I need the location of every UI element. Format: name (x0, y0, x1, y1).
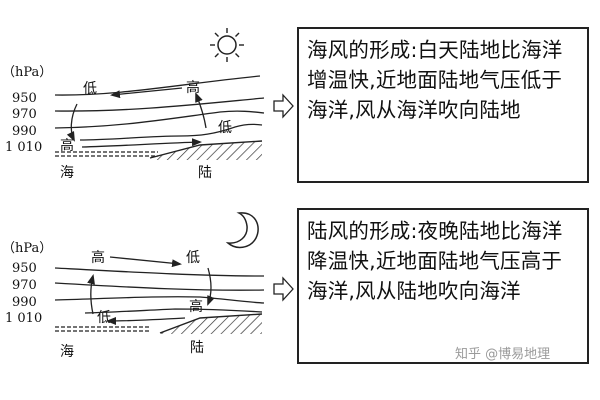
bottom-label-land: 陆 (190, 340, 204, 356)
sea-breeze-explanation-text: 海风的形成:白天陆地比海洋增温快,近地面陆地气压低于海洋,风从海洋吹向陆地 (307, 38, 563, 122)
top-unit-label: （hPa） (2, 65, 52, 80)
bottom-isobar-label-990: 990 (12, 295, 37, 310)
land-breeze-explanation-box: 陆风的形成:夜晚陆地比海洋降温快,近地面陆地气压高于海洋,风从陆地吹向海洋 (297, 208, 589, 364)
top-isobar-label-950: 950 (12, 91, 37, 106)
top-isobar-label-1010: 1 010 (5, 140, 42, 155)
top-label-low-upper: 低 (83, 81, 97, 97)
bottom-isobars (54, 267, 265, 314)
top-pointer-arrow (273, 93, 294, 119)
bottom-unit-label: （hPa） (2, 241, 52, 256)
moon-icon (225, 212, 259, 249)
bottom-isobar-label-1010: 1 010 (5, 311, 42, 326)
bottom-isobar-label-950: 950 (12, 261, 37, 276)
top-circulation-arrows (66, 87, 207, 148)
land-breeze-explanation-text: 陆风的形成:夜晚陆地比海洋降温快,近地面陆地气压高于海洋,风从陆地吹向海洋 (307, 219, 563, 303)
bottom-ground (55, 313, 263, 334)
top-ground (55, 140, 263, 160)
bottom-pointer-arrow (273, 276, 294, 302)
sun-icon (210, 28, 244, 62)
top-label-low-lower: 低 (218, 120, 232, 136)
bottom-label-high-lower: 高 (189, 298, 203, 315)
top-isobars (54, 75, 265, 141)
top-isobar-label-990: 990 (12, 124, 37, 139)
bottom-label-sea: 海 (60, 344, 74, 360)
watermark-text: 知乎 @博易地理 (455, 347, 551, 362)
top-isobar-label-970: 970 (12, 107, 37, 122)
top-label-high-upper: 高 (186, 79, 200, 96)
sea-breeze-explanation-box: 海风的形成:白天陆地比海洋增温快,近地面陆地气压低于海洋,风从海洋吹向陆地 (297, 27, 589, 183)
top-label-sea: 海 (60, 165, 74, 181)
bottom-label-low-upper: 低 (186, 250, 200, 266)
top-panel-diagram: （hPa） 950 970 990 1 010 低 高 低 高 海 陆 (2, 28, 265, 181)
top-label-land: 陆 (198, 165, 212, 181)
bottom-circulation-arrows (87, 256, 215, 325)
bottom-label-high-upper: 高 (91, 249, 105, 266)
bottom-isobar-label-970: 970 (12, 278, 37, 293)
bottom-panel-diagram: （hPa） 950 970 990 1 010 高 低 低 高 海 陆 (2, 212, 265, 360)
